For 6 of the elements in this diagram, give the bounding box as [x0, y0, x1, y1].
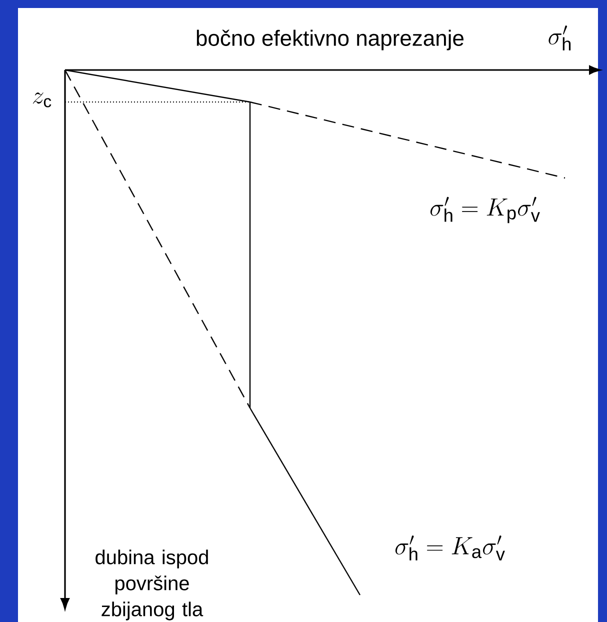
formula-label: $z_{\mathrm{c}}$: [32, 92, 52, 108]
axis-label: dubina ispod površine zbijanog tla: [96, 550, 208, 620]
axis-label: bočno efektivno naprezanje: [196, 30, 464, 50]
formula-label: $\sigma'_{\mathrm{h}}$: [548, 26, 571, 50]
formula-label: $\sigma'_{\mathrm{h}} = K_{\mathrm{p}}\sigma'_{\mathrm{v}}$: [430, 196, 540, 224]
formula-label: $\sigma'_{\mathrm{h}} = K_{\mathrm{a}}\sigma'_{\mathrm{v}}$: [395, 536, 505, 560]
